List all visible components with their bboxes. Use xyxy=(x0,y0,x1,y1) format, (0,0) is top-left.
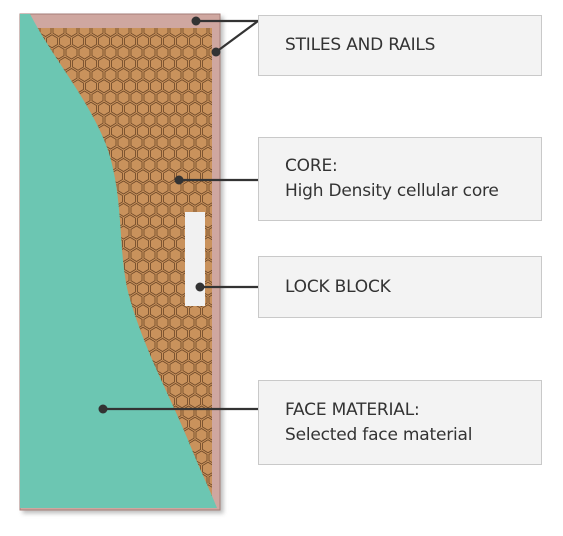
callout-core-title: CORE: xyxy=(285,156,338,176)
leader-lines xyxy=(98,16,259,414)
callout-lock-title: LOCK BLOCK xyxy=(285,276,391,297)
lock-block xyxy=(185,212,205,306)
leader-dot-stiles-top xyxy=(191,16,201,26)
leader-stiles-diagonal xyxy=(215,20,259,53)
face-material-layer xyxy=(20,14,217,508)
leader-dot-core xyxy=(174,175,184,185)
leader-dot-lock-block xyxy=(195,282,205,292)
callout-face-title: FACE MATERIAL: xyxy=(285,399,420,420)
leader-dot-stiles-side xyxy=(211,47,221,57)
callout-face-material: FACE MATERIAL: Selected face material xyxy=(258,380,542,465)
callout-core: CORE: High Density cellular core xyxy=(258,137,542,221)
callout-stiles-title: STILES AND RAILS xyxy=(285,35,436,55)
callout-core-subtitle: High Density cellular core xyxy=(285,181,499,201)
leader-dot-face-material xyxy=(98,404,108,414)
callout-lock-block: LOCK BLOCK xyxy=(258,256,542,318)
callout-face-subtitle: Selected face material xyxy=(285,424,473,445)
callout-stiles-and-rails: STILES AND RAILS xyxy=(258,15,542,76)
